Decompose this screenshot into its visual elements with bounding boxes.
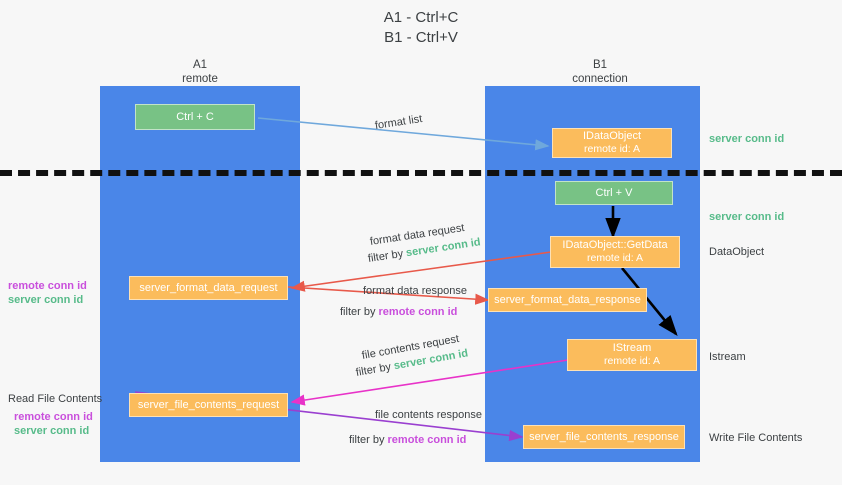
- node-idataobject-top-line1: IDataObject: [582, 130, 642, 142]
- node-server-format-data-response[interactable]: server_format_data_response: [488, 288, 647, 312]
- node-server-file-contents-request[interactable]: server_file_contents_request: [129, 393, 288, 417]
- node-server-format-data-response-label: server_format_data_response: [494, 293, 641, 306]
- column-header-b1: B1 connection: [540, 58, 660, 86]
- node-ctrl-c[interactable]: Ctrl + C: [135, 104, 255, 130]
- left-label-read-file-contents: Read File Contents: [8, 393, 103, 405]
- left-label-remote-conn-id-lower: remote conn id: [14, 411, 93, 423]
- right-label-write-file-contents: Write File Contents: [709, 432, 803, 444]
- filter-prefix: filter by: [367, 247, 407, 265]
- node-istream-line2: remote id: A: [603, 355, 661, 367]
- edge-label-file-contents-response-filter: filter by remote conn id: [349, 433, 466, 447]
- node-istream[interactable]: IStream remote id: A: [567, 339, 697, 371]
- column-a1-name: A1: [192, 59, 208, 71]
- dashed-separator: [0, 170, 842, 176]
- filter-prefix: filter by: [340, 306, 379, 318]
- node-idataobject-top[interactable]: IDataObject remote id: A: [552, 128, 672, 158]
- filter-prefix: filter by: [354, 360, 395, 379]
- node-server-file-contents-response[interactable]: server_file_contents_response: [523, 425, 685, 449]
- node-server-format-data-request-label: server_format_data_request: [139, 281, 278, 294]
- filter-key-remote-conn-id: remote conn id: [378, 306, 458, 318]
- node-server-file-contents-request-label: server_file_contents_request: [137, 398, 280, 411]
- node-server-format-data-request[interactable]: server_format_data_request: [129, 276, 288, 300]
- right-label-server-conn-id-top: server conn id: [709, 133, 785, 145]
- node-idataobject-getdata-line1: IDataObject::GetData: [562, 239, 668, 251]
- column-b1-name: B1: [592, 59, 608, 71]
- column-a1-role: remote: [182, 73, 218, 85]
- edge-label-format-data-response: format data response: [363, 285, 467, 297]
- filter-key-remote-conn-id: remote conn id: [387, 434, 467, 446]
- column-header-a1: A1 remote: [140, 58, 260, 86]
- node-ctrl-v-label: Ctrl + V: [595, 186, 633, 199]
- edge-label-format-list: format list: [374, 113, 424, 132]
- node-idataobject-getdata[interactable]: IDataObject::GetData remote id: A: [550, 236, 680, 268]
- node-ctrl-c-label: Ctrl + C: [176, 110, 214, 123]
- page-title: A1 - Ctrl+C B1 - Ctrl+V: [0, 8, 842, 48]
- title-line-2: B1 - Ctrl+V: [384, 29, 458, 46]
- node-ctrl-v[interactable]: Ctrl + V: [555, 181, 673, 205]
- node-idataobject-top-line2: remote id: A: [583, 143, 641, 155]
- node-istream-line1: IStream: [612, 342, 652, 354]
- left-label-remote-conn-id-upper: remote conn id: [8, 280, 87, 292]
- left-label-server-conn-id-lower: server conn id: [14, 425, 90, 437]
- edge-label-file-contents-response: file contents response: [375, 409, 483, 421]
- title-line-1: A1 - Ctrl+C: [383, 9, 459, 26]
- right-label-dataobject: DataObject: [709, 246, 765, 258]
- right-label-istream: Istream: [709, 351, 746, 363]
- node-server-file-contents-response-label: server_file_contents_response: [529, 430, 679, 443]
- right-label-server-conn-id-mid: server conn id: [709, 211, 785, 223]
- left-label-server-conn-id-upper: server conn id: [8, 294, 84, 306]
- edge-label-format-data-response-filter: filter by remote conn id: [340, 305, 457, 319]
- filter-prefix: filter by: [349, 434, 388, 446]
- node-idataobject-getdata-line2: remote id: A: [586, 252, 644, 264]
- column-b1-role: connection: [572, 73, 628, 85]
